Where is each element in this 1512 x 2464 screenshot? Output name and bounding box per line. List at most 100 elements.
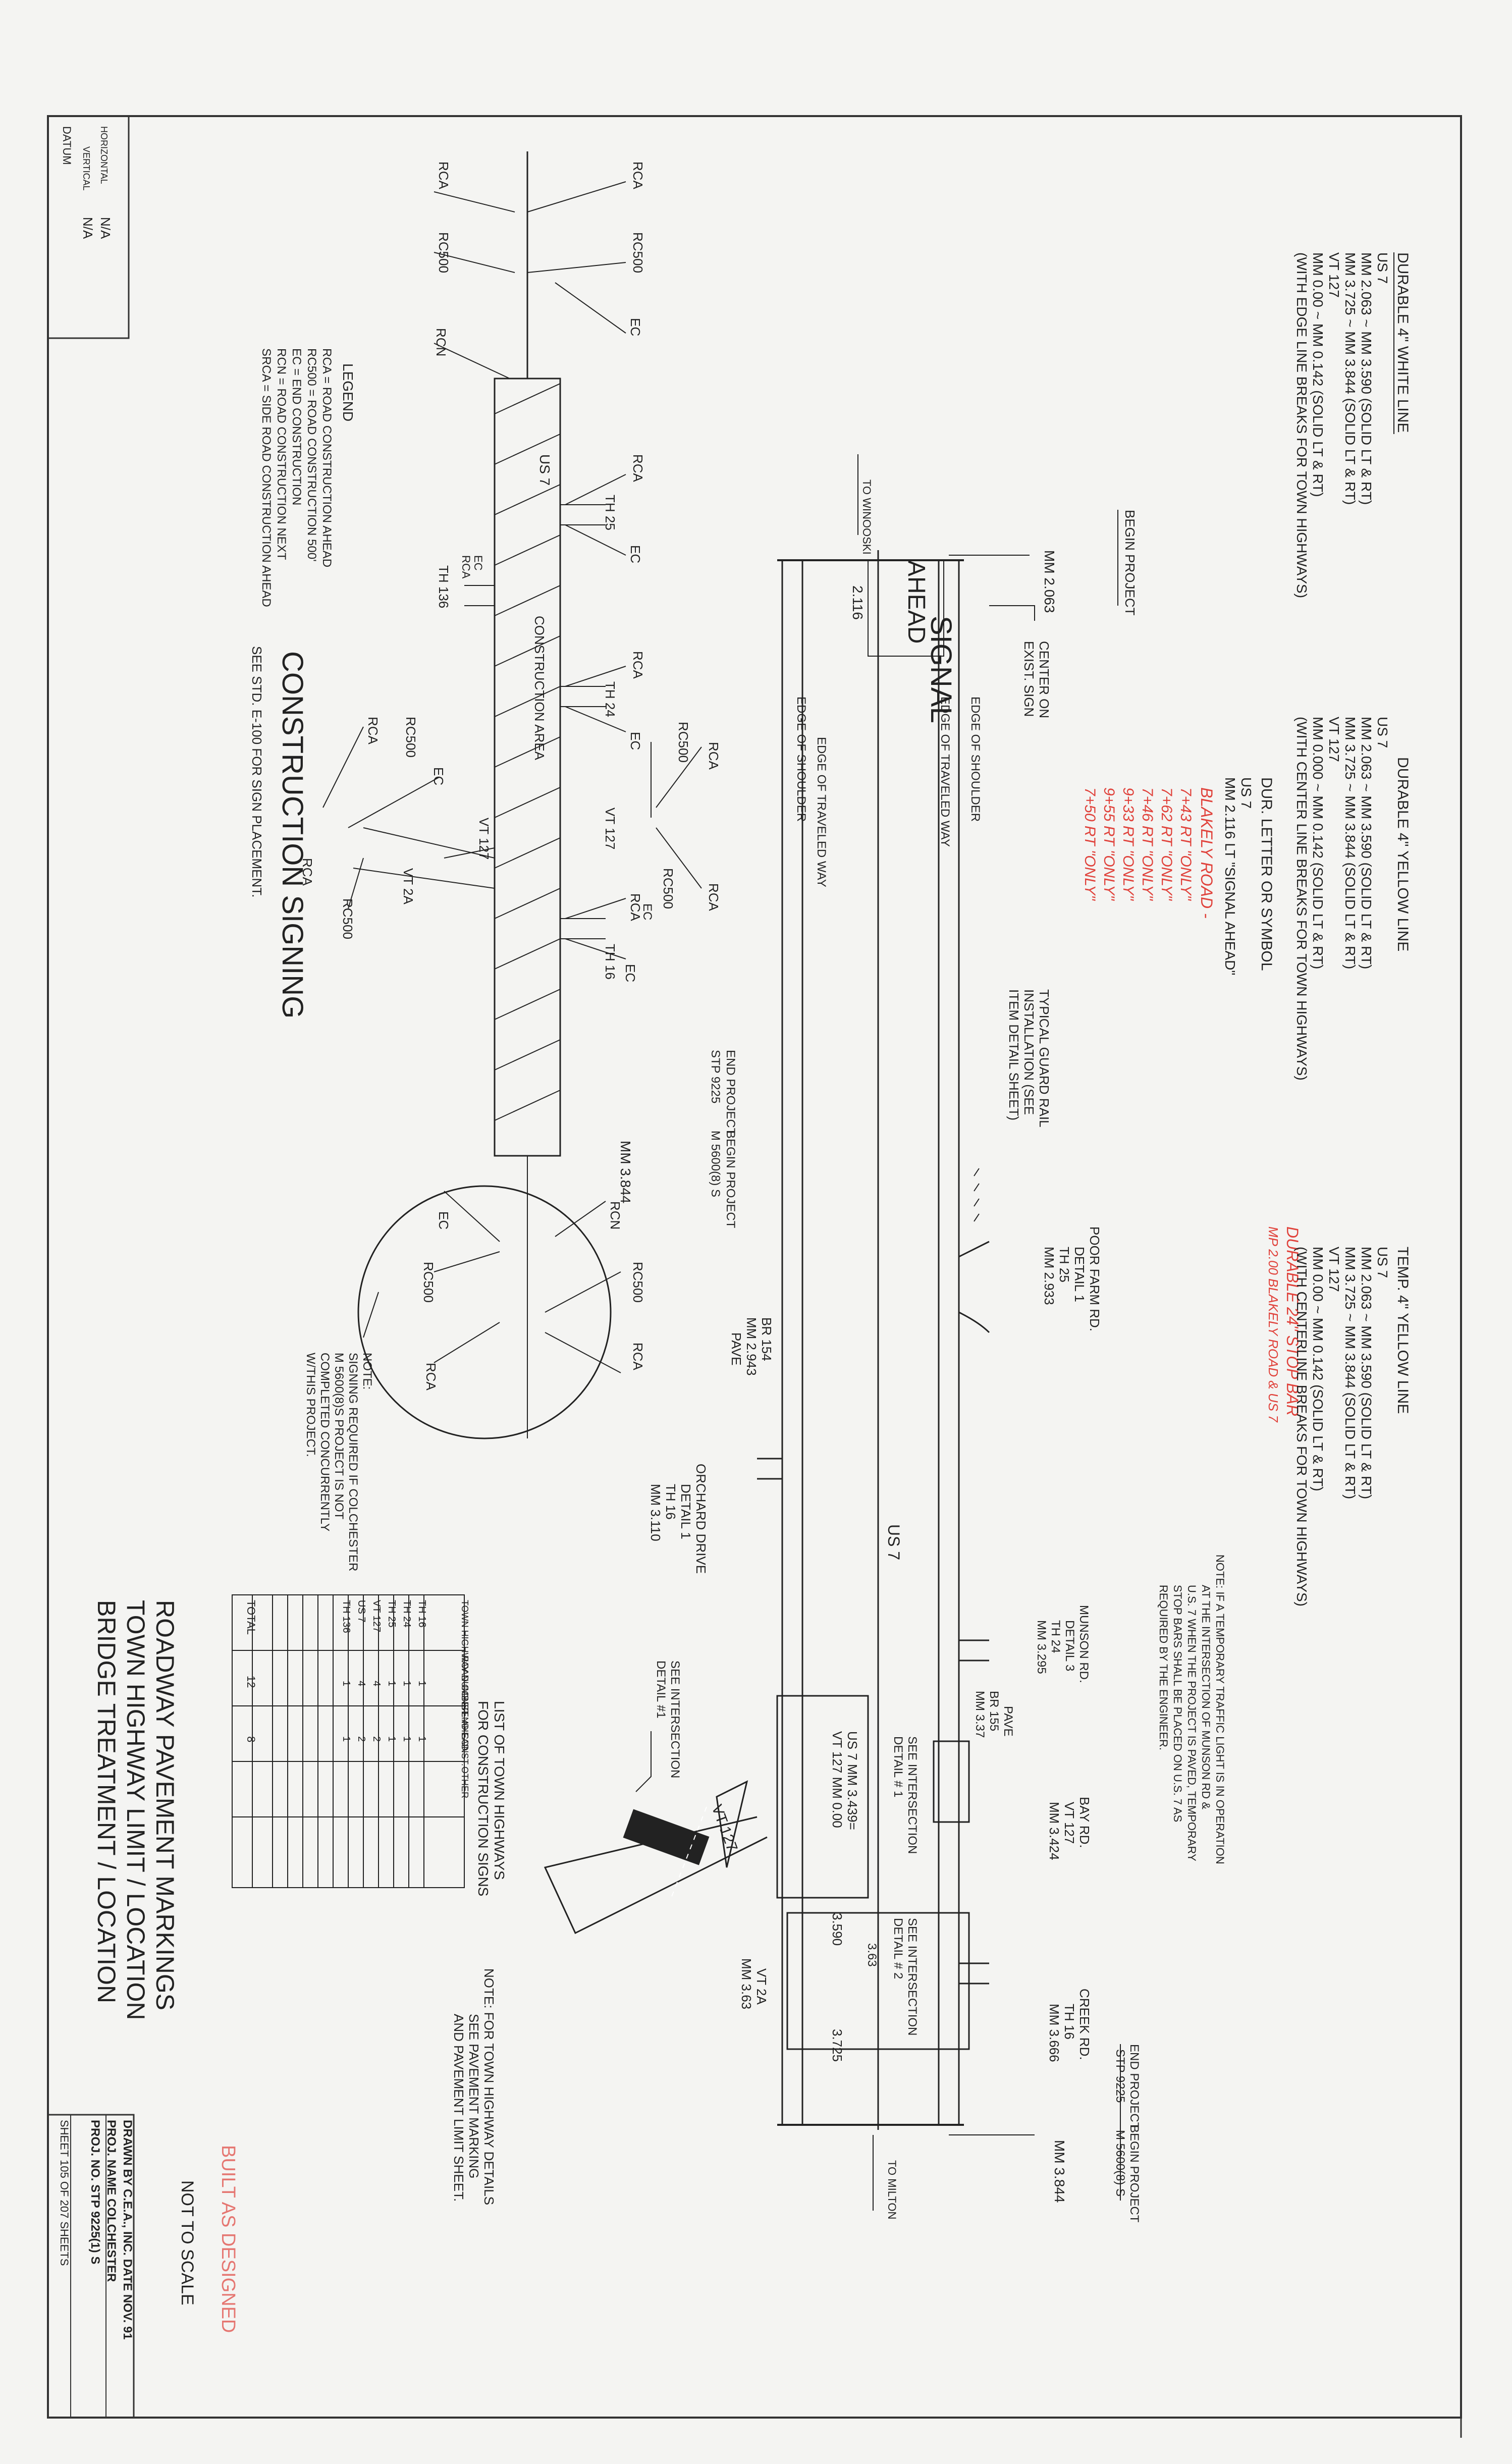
svg-text:MM 2.063 ~ MM 3.590 (SOLID LT: MM 2.063 ~ MM 3.590 (SOLID LT & RT) xyxy=(1359,1247,1374,1499)
svg-text:MM 3.63: MM 3.63 xyxy=(739,1958,754,2009)
svg-text:NOT TO SCALE: NOT TO SCALE xyxy=(178,2180,197,2306)
svg-text:7+62 RT "ONLY": 7+62 RT "ONLY" xyxy=(1158,787,1175,901)
svg-text:BRIDGE TREATMENT / LOCATION: BRIDGE TREATMENT / LOCATION xyxy=(92,1600,121,2003)
svg-text:EC: EC xyxy=(628,732,643,750)
svg-text:VT 127: VT 127 xyxy=(1326,252,1342,298)
svg-text:TH 16: TH 16 xyxy=(1062,2004,1077,2040)
construction-signing xyxy=(322,151,702,1439)
svg-text:DUR. LETTER OR SYMBOL: DUR. LETTER OR SYMBOL xyxy=(1258,777,1275,971)
svg-text:RC500: RC500 xyxy=(340,898,355,939)
sheet-border xyxy=(47,115,1462,2419)
svg-text:PAVE: PAVE xyxy=(1001,1706,1015,1736)
svg-text:TEMP. 4" YELLOW LINE: TEMP. 4" YELLOW LINE xyxy=(1394,1247,1411,1414)
svg-text:US 7: US 7 xyxy=(885,1524,903,1560)
svg-text:MM 2.933: MM 2.933 xyxy=(1042,1247,1057,1305)
svg-text:RCA: RCA xyxy=(300,858,315,886)
not-to-scale: NOT TO SCALE xyxy=(178,2180,197,2306)
svg-text:MM 0.000 ~ MM 0.142 (SOLID LT: MM 0.000 ~ MM 0.142 (SOLID LT & RT) xyxy=(1310,717,1326,969)
sheet-title: ROADWAY PAVEMENT MARKINGS TOWN HIGHWAY L… xyxy=(92,1600,179,2020)
svg-text:DETAIL 3: DETAIL 3 xyxy=(1063,1620,1076,1671)
svg-text:TH 16: TH 16 xyxy=(603,944,618,980)
svg-text:END CONST.: END CONST. xyxy=(460,1711,470,1766)
svg-text:VT 127: VT 127 xyxy=(1062,1802,1077,1844)
svg-text:EC = END CONSTRUCTION: EC = END CONSTRUCTION xyxy=(290,348,303,505)
svg-text:TH 24: TH 24 xyxy=(401,1600,412,1627)
svg-text:DURABLE 4" YELLOW LINE: DURABLE 4" YELLOW LINE xyxy=(1394,757,1411,951)
svg-text:MM 2.063: MM 2.063 xyxy=(1042,550,1057,613)
svg-text:MM 0.00 ~ MM 0.142 (SOLID LT &: MM 0.00 ~ MM 0.142 (SOLID LT & RT) xyxy=(1310,252,1326,497)
svg-text:RC500: RC500 xyxy=(421,1262,436,1303)
svg-text:VT 127: VT 127 xyxy=(1326,717,1342,762)
svg-text:7+46 RT "ONLY": 7+46 RT "ONLY" xyxy=(1139,787,1156,901)
svg-text:TOWN HIGHWAY NUMBER: TOWN HIGHWAY NUMBER xyxy=(460,1600,470,1714)
svg-text:SEE INTERSECTION: SEE INTERSECTION xyxy=(905,1736,919,1854)
svg-text:12: 12 xyxy=(245,1676,257,1688)
handwritten-stop-bar: DURABLE 24" STOP BAR MP 2.00 BLAKELY ROA… xyxy=(1266,1226,1302,1423)
svg-text:RCA: RCA xyxy=(706,742,721,770)
svg-text:BR 154: BR 154 xyxy=(759,1317,774,1361)
svg-text:NOTE: FOR TOWN HIGHWAY DETAIL: NOTE: FOR TOWN HIGHWAY DETAILS xyxy=(481,1968,497,2205)
svg-text:TH 136: TH 136 xyxy=(436,565,451,608)
svg-text:AHEAD: AHEAD xyxy=(903,560,930,644)
svg-text:RCA: RCA xyxy=(365,717,381,745)
svg-text:3.725: 3.725 xyxy=(830,2029,845,2062)
svg-text:CREEK RD.: CREEK RD. xyxy=(1077,1989,1092,2060)
svg-text:TH 25: TH 25 xyxy=(1057,1247,1072,1282)
svg-text:END PROJECT: END PROJECT xyxy=(1127,2044,1141,2130)
svg-text:RC500: RC500 xyxy=(630,232,645,273)
durable-yellow-notes: DURABLE 4" YELLOW LINE US 7 MM 2.063 ~ M… xyxy=(1294,717,1411,1081)
svg-text:RCA: RCA xyxy=(706,883,721,912)
svg-text:EC: EC xyxy=(431,767,446,785)
svg-text:STOP BARS SHALL BE PLACED ON U: STOP BARS SHALL BE PLACED ON U.S. 7 AS xyxy=(1171,1585,1184,1822)
svg-text:8: 8 xyxy=(245,1736,257,1742)
signing-labels: RCA RC500 EC RCA RC500 RCN US 7 RCA TH 2… xyxy=(300,162,721,1571)
svg-text:MM 3.37: MM 3.37 xyxy=(973,1691,987,1738)
svg-text:MM 0.00 ~ MM 0.142 (SOLID LT &: MM 0.00 ~ MM 0.142 (SOLID LT & RT) xyxy=(1310,1247,1326,1491)
svg-text:VT 127: VT 127 xyxy=(1326,1247,1342,1292)
svg-text:EDGE OF TRAVELED WAY: EDGE OF TRAVELED WAY xyxy=(938,697,952,847)
svg-text:MM 3.725 ~ MM 3.844 (SOLID LT: MM 3.725 ~ MM 3.844 (SOLID LT & RT) xyxy=(1342,252,1358,505)
svg-text:RC500: RC500 xyxy=(630,1262,645,1303)
svg-text:RC500: RC500 xyxy=(403,717,418,758)
svg-text:FOR CONSTRUCTION SIGNS: FOR CONSTRUCTION SIGNS xyxy=(475,1701,491,1896)
dur-letter-notes: DUR. LETTER OR SYMBOL US 7 MM 2.116 LT "… xyxy=(1222,777,1275,975)
svg-text:N/A: N/A xyxy=(98,217,113,239)
svg-text:TH 24: TH 24 xyxy=(603,681,618,717)
svg-text:RCA: RCA xyxy=(630,454,645,483)
svg-text:OTHER: OTHER xyxy=(460,1766,470,1798)
svg-text:1: 1 xyxy=(341,1736,352,1742)
svg-text:EC: EC xyxy=(472,555,484,571)
svg-text:VT 2A: VT 2A xyxy=(754,1968,769,2005)
svg-text:RC500 = ROAD CONSTRUCTION 500': RC500 = ROAD CONSTRUCTION 500' xyxy=(305,348,318,562)
svg-text:VERTICAL: VERTICAL xyxy=(81,146,91,191)
svg-text:VT 127: VT 127 xyxy=(476,818,492,860)
svg-text:EC: EC xyxy=(623,964,638,982)
svg-text:1: 1 xyxy=(416,1736,427,1742)
svg-text:VT 127 MM 0.00: VT 127 MM 0.00 xyxy=(830,1731,845,1828)
construction-area xyxy=(494,378,561,1157)
svg-text:RC500: RC500 xyxy=(676,722,691,763)
svg-text:ROADWAY PAVEMENT MARKINGS: ROADWAY PAVEMENT MARKINGS xyxy=(151,1600,179,2010)
svg-text:MM 2.063 ~ MM 3.590 (SOLID LT: MM 2.063 ~ MM 3.590 (SOLID LT & RT) xyxy=(1359,252,1374,505)
svg-text:(WITH CENTER LINE BREAKS FOR T: (WITH CENTER LINE BREAKS FOR TOWN HIGHWA… xyxy=(1294,717,1310,1081)
svg-text:MM 3.844: MM 3.844 xyxy=(1052,2140,1067,2203)
svg-text:TH 24: TH 24 xyxy=(1049,1620,1062,1653)
svg-text:CENTER ON: CENTER ON xyxy=(1037,641,1052,718)
svg-text:SIGNAL: SIGNAL xyxy=(925,616,957,723)
svg-text:MM 3.424: MM 3.424 xyxy=(1047,1802,1062,1860)
svg-text:TH 25: TH 25 xyxy=(603,495,618,530)
svg-text:DETAIL 1: DETAIL 1 xyxy=(1072,1247,1087,1302)
svg-text:SEE PAVEMENT MARKING: SEE PAVEMENT MARKING xyxy=(466,2014,481,2179)
svg-text:MP 2.00 BLAKELY ROAD & US 7: MP 2.00 BLAKELY ROAD & US 7 xyxy=(1266,1226,1281,1423)
svg-text:POOR FARM RD.: POOR FARM RD. xyxy=(1087,1226,1102,1331)
svg-text:SHEET 105 OF 207 SHEETS: SHEET 105 OF 207 SHEETS xyxy=(58,2120,71,2266)
svg-text:BEGIN PROJECT: BEGIN PROJECT xyxy=(1127,2125,1141,2223)
signing-title: CONSTRUCTION SIGNING SEE STD. E-100 FOR … xyxy=(249,646,309,1019)
svg-text:TH 136: TH 136 xyxy=(341,1600,352,1633)
svg-text:US 7: US 7 xyxy=(1375,717,1390,748)
svg-text:M 5600(8) S: M 5600(8) S xyxy=(709,1131,722,1197)
svg-text:TH 16: TH 16 xyxy=(416,1600,427,1627)
svg-text:MM 2.116 LT "SIGNAL AHEAD": MM 2.116 LT "SIGNAL AHEAD" xyxy=(1222,777,1238,975)
svg-text:(WITH EDGE LINE BREAKS FOR TOW: (WITH EDGE LINE BREAKS FOR TOWN HIGHWAYS… xyxy=(1294,252,1310,598)
svg-text:TO MILTON: TO MILTON xyxy=(886,2160,898,2219)
